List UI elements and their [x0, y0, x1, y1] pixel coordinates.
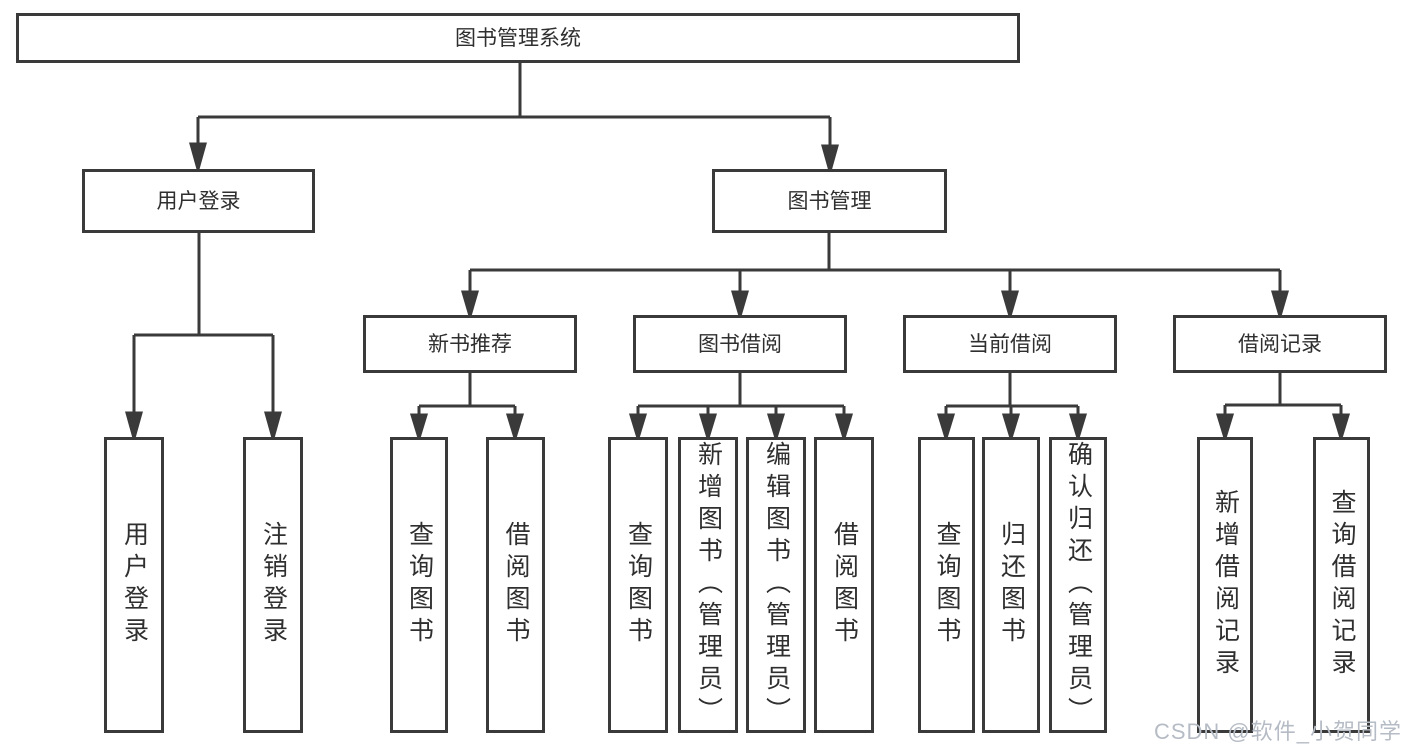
leaf-label: 查询借阅记录 — [1328, 489, 1356, 681]
leaf-label: 注销登录 — [259, 521, 288, 649]
node-borrow-records: 借阅记录 — [1173, 315, 1387, 373]
leaf-label: 新增图书（管理员） — [694, 441, 723, 729]
node-label: 新书推荐 — [428, 332, 512, 356]
node-label: 图书管理 — [787, 189, 872, 213]
connector-book-borrow-branch — [628, 373, 854, 444]
node-book-borrow: 图书借阅 — [633, 315, 847, 373]
leaf-label: 归还图书 — [997, 521, 1026, 649]
connector-borrow-record-branch — [1215, 373, 1351, 444]
csdn-watermark: CSDN @软件_小贺同学 — [1153, 719, 1402, 744]
node-label: 用户登录 — [156, 189, 241, 213]
node-label: 当前借阅 — [968, 332, 1052, 356]
leaf-add-book-admin: 新增图书（管理员） — [678, 437, 738, 733]
leaf-label: 用户登录 — [120, 521, 149, 649]
leaf-query-books-current: 查询图书 — [918, 437, 975, 733]
leaf-return-book: 归还图书 — [982, 437, 1040, 733]
leaf-borrow-books-recommend: 借阅图书 — [486, 437, 545, 733]
leaf-query-borrow-record: 查询借阅记录 — [1313, 437, 1370, 733]
leaf-query-books-recommend: 查询图书 — [390, 437, 448, 733]
node-book-management: 图书管理 — [712, 169, 947, 233]
connector-new-book-branch — [409, 373, 525, 444]
leaf-add-borrow-record: 新增借阅记录 — [1197, 437, 1253, 733]
leaf-label: 新增借阅记录 — [1211, 489, 1240, 681]
leaf-edit-book-admin: 编辑图书（管理员） — [746, 437, 806, 733]
node-new-book-recommend: 新书推荐 — [363, 315, 577, 373]
node-library-management-system: 图书管理系统 — [16, 13, 1020, 63]
connector-user-login-branch — [125, 232, 282, 444]
connector-root-to-level2 — [189, 63, 839, 177]
leaf-user-login: 用户登录 — [104, 437, 164, 733]
leaf-label: 确认归还（管理员） — [1064, 441, 1093, 729]
leaf-label: 查询图书 — [405, 521, 434, 649]
leaf-label: 借阅图书 — [830, 521, 859, 649]
node-label: 图书管理系统 — [455, 26, 581, 50]
node-label: 图书借阅 — [698, 332, 782, 356]
leaf-confirm-return-admin: 确认归还（管理员） — [1049, 437, 1107, 733]
connector-current-borrow-branch — [936, 373, 1088, 444]
leaf-label: 查询图书 — [933, 521, 961, 649]
leaf-query-books-borrow: 查询图书 — [608, 437, 668, 733]
node-label: 借阅记录 — [1238, 332, 1322, 356]
leaf-label: 编辑图书（管理员） — [762, 441, 791, 729]
leaf-label: 借阅图书 — [502, 521, 530, 649]
leaf-logout: 注销登录 — [243, 437, 303, 733]
leaf-borrow-books: 借阅图书 — [814, 437, 874, 733]
connector-book-management-branch — [461, 233, 1289, 322]
leaf-label: 查询图书 — [624, 521, 653, 649]
node-user-login: 用户登录 — [82, 169, 315, 233]
node-current-borrow: 当前借阅 — [903, 315, 1117, 373]
